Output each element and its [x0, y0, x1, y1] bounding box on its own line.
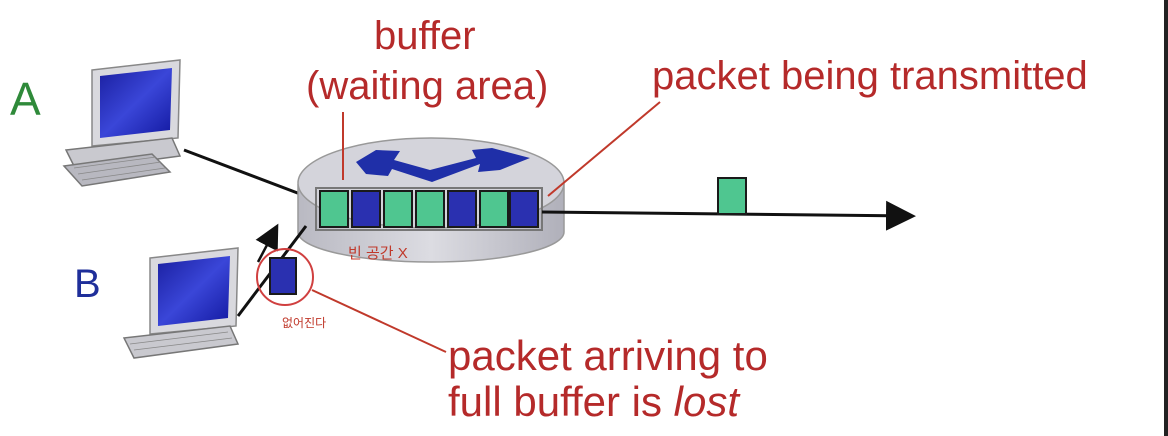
queued-packet	[384, 191, 412, 227]
host-a-computer-icon	[64, 60, 180, 186]
link-host-a	[184, 150, 316, 200]
host-b-label: B	[74, 262, 101, 307]
host-a-label: A	[10, 72, 41, 126]
handwritten-note-empty-space: 빈 공간 X	[348, 242, 408, 263]
lost-label-italic: lost	[674, 378, 739, 425]
transmit-pointer-line	[548, 102, 660, 196]
lost-pointer-line	[312, 290, 446, 352]
lost-label-prefix: full buffer is	[448, 378, 674, 425]
queued-packet	[352, 191, 380, 227]
queued-packet	[320, 191, 348, 227]
lost-label-line1: packet arriving to	[448, 332, 768, 380]
transmitted-label: packet being transmitted	[652, 54, 1088, 99]
buffer-subtitle: (waiting area)	[306, 64, 548, 109]
lost-packet-arrow	[258, 228, 276, 262]
queued-packet	[448, 191, 476, 227]
window-edge	[1164, 0, 1168, 436]
queued-packet	[510, 191, 538, 227]
host-b-computer-icon	[124, 248, 238, 358]
buffer-queue	[320, 191, 538, 227]
buffer-title: buffer	[374, 14, 476, 59]
lost-label-line2: full buffer is lost	[448, 378, 739, 426]
lost-packet	[270, 258, 296, 294]
handwritten-note-disappears: 없어진다	[282, 314, 326, 331]
transmitted-packet	[718, 178, 746, 214]
queued-packet	[416, 191, 444, 227]
queued-packet	[480, 191, 508, 227]
